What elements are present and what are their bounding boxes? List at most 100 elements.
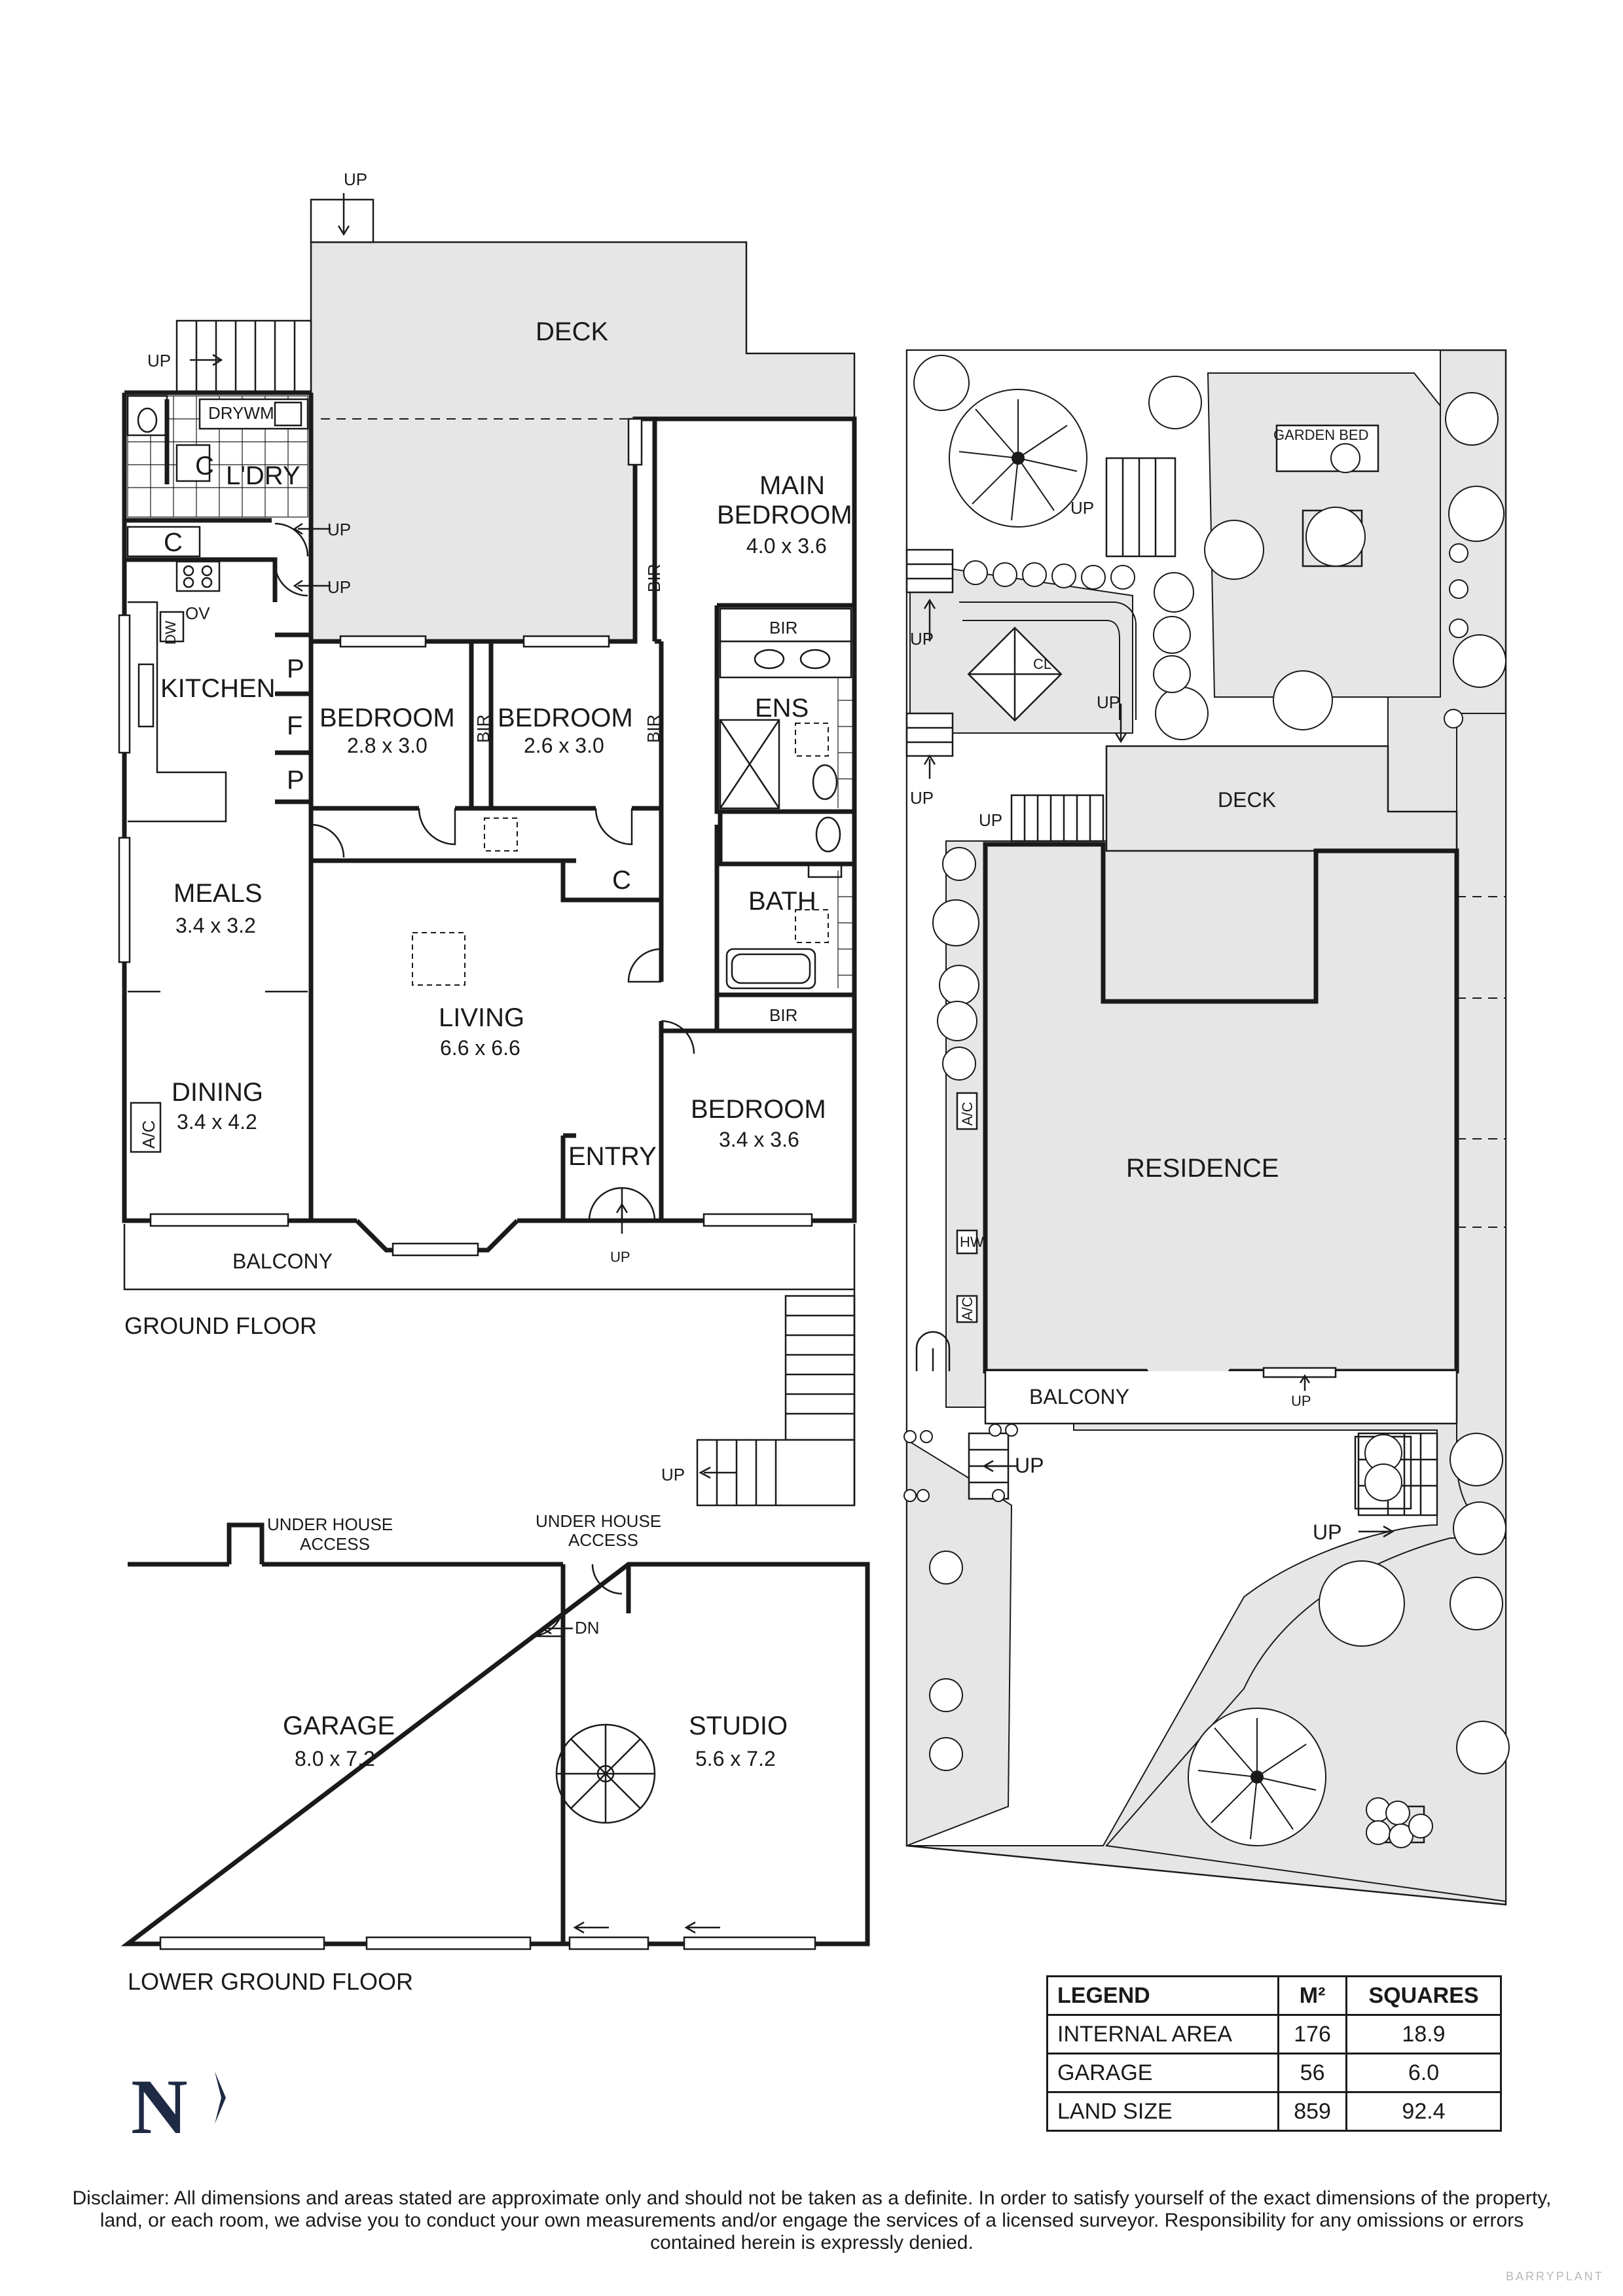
main-bedroom-bir: BIR [644,564,664,592]
site-ac-1: A/C [959,1102,976,1126]
stairs-up-label: UP [147,351,171,370]
legend-cell: GARAGE [1046,2053,1280,2093]
main-bedroom-label-1: MAIN [759,471,825,500]
brand-watermark: BARRYPLANT [1506,2270,1604,2283]
area-legend-table: LEGEND M² SQUARES INTERNAL AREA 176 18.9… [1046,1975,1502,2132]
ground-floor [118,193,857,1507]
kitchen-label: KITCHEN [160,674,276,703]
site-up-3: UP [1097,692,1120,712]
living-label: LIVING [439,1003,524,1032]
laundry-stairs [175,319,312,394]
bedroom-3-bir: BIR [644,715,663,743]
deck-top-up: UP [344,170,367,189]
legend-cell: LAND SIZE [1046,2091,1280,2132]
pantry-p-2: P [287,766,304,795]
main-bedroom-label-2: BEDROOM [717,501,852,529]
lower-stairs-up: UP [661,1465,685,1484]
dining-dim: 3.4 x 4.2 [177,1110,257,1134]
site-trees [903,355,1510,1848]
fridge-f: F [287,711,302,740]
balcony-outline [123,1224,856,1291]
balcony-label: BALCONY [232,1249,333,1273]
bedroom-2-label: BEDROOM [319,704,455,732]
studio-dim: 5.6 x 7.2 [695,1747,776,1770]
garage-access-label: ACCESS [300,1534,370,1554]
studio-down-label: DN [575,1618,600,1638]
deck-area [310,241,856,643]
dining-label: DINING [172,1078,263,1107]
site-ac-2: A/C [959,1297,976,1321]
studio-access-label: ACCESS [568,1530,638,1550]
meals-label: MEALS [173,879,263,908]
site-plan-labels: GARDEN BED UP UP CL UP UP UP DECK RESIDE… [910,427,1368,1544]
legend-cell: 176 [1277,2014,1348,2054]
lower-floor-title: LOWER GROUND FLOOR [128,1968,413,1995]
site-up-5: UP [979,810,1002,830]
legend-cell: 56 [1277,2053,1348,2093]
legend-header-squares: SQUARES [1345,1975,1502,2016]
legend-cell: 18.9 [1345,2014,1502,2054]
entry-label: ENTRY [568,1142,657,1171]
bath-label: BATH [748,887,816,916]
lower-ground-floor-labels: UNDER HOUSE ACCESS UNDER HOUSE ACCESS DN… [128,1511,788,1995]
table-row: GARAGE 56 6.0 [1046,2053,1502,2093]
studio-under-house-label: UNDER HOUSE [536,1511,661,1531]
drywm-label: DRYWM [208,403,274,423]
lower-ground-floor [120,1522,870,1950]
deck-steps-top [310,198,374,243]
bedroom-3-label: BEDROOM [498,704,633,732]
laundry-cupboard-c: C [195,452,214,480]
legend-header-legend: LEGEND [1046,1975,1280,2016]
garden-bed-label: GARDEN BED [1273,427,1368,443]
legend-cell: INTERNAL AREA [1046,2014,1280,2054]
kitchen-cupboard-c: C [164,528,183,557]
ground-floor-title: GROUND FLOOR [124,1312,317,1339]
garden-bed [1275,424,1379,473]
site-up-2: UP [910,629,934,649]
site-plan [903,349,1510,1906]
entry-up: UP [610,1249,630,1265]
garage-label: GARAGE [283,1712,395,1740]
legend-header-m2: M² [1277,1975,1348,2016]
legend-cell: 6.0 [1345,2053,1502,2093]
dining-ac: A/C [139,1121,158,1149]
dishwasher-label: DW [162,620,179,645]
table-row: INTERNAL AREA 176 18.9 [1046,2014,1502,2054]
bedroom-4-bir: BIR [769,1005,797,1025]
laundry-up-2: UP [327,577,351,597]
spiral-stair [555,1723,656,1824]
bedroom-3-dim: 2.6 x 3.0 [524,734,604,757]
bedroom-4-dim: 3.4 x 3.6 [719,1128,799,1151]
laundry-label: L'DRY [226,461,301,490]
north-label: N [131,2063,188,2150]
site-balcony-up: UP [1291,1393,1311,1409]
hot-water-label: HW [960,1234,984,1250]
living-dim: 6.6 x 6.6 [440,1036,520,1060]
studio-label: STUDIO [689,1712,788,1740]
deck-label: DECK [536,317,608,346]
site-up-1: UP [1070,498,1094,518]
meals-dim: 3.4 x 3.2 [175,914,256,937]
laundry-up-1: UP [327,520,351,539]
garage-dim: 8.0 x 7.2 [295,1747,375,1770]
garage-under-house-label: UNDER HOUSE [267,1515,393,1534]
ens-bir: BIR [769,618,797,637]
site-balcony-label: BALCONY [1029,1385,1129,1408]
bedroom-2-bir: BIR [473,715,493,743]
clothesline-label: CL [1033,656,1051,672]
disclaimer-text: Disclaimer: All dimensions and areas sta… [72,2187,1552,2253]
site-deck-label: DECK [1218,788,1276,812]
table-row: LAND SIZE 859 92.4 [1046,2091,1502,2132]
oven-label: OV [185,603,210,623]
main-bedroom-dim: 4.0 x 3.6 [746,534,827,558]
site-up-4: UP [910,788,934,808]
ens-label: ENS [755,694,809,723]
bedroom-4-label: BEDROOM [691,1095,826,1124]
residence-label: RESIDENCE [1126,1154,1279,1183]
legend-cell: 859 [1277,2091,1348,2132]
legend-cell: 92.4 [1345,2091,1502,2132]
site-up-7: UP [1313,1520,1341,1544]
bedroom-2-dim: 2.8 x 3.0 [347,734,428,757]
ground-floor-labels: UP UP DECK DRYWM C L'DRY UP UP C OV DW M… [124,170,852,1484]
site-up-6: UP [1015,1454,1044,1477]
